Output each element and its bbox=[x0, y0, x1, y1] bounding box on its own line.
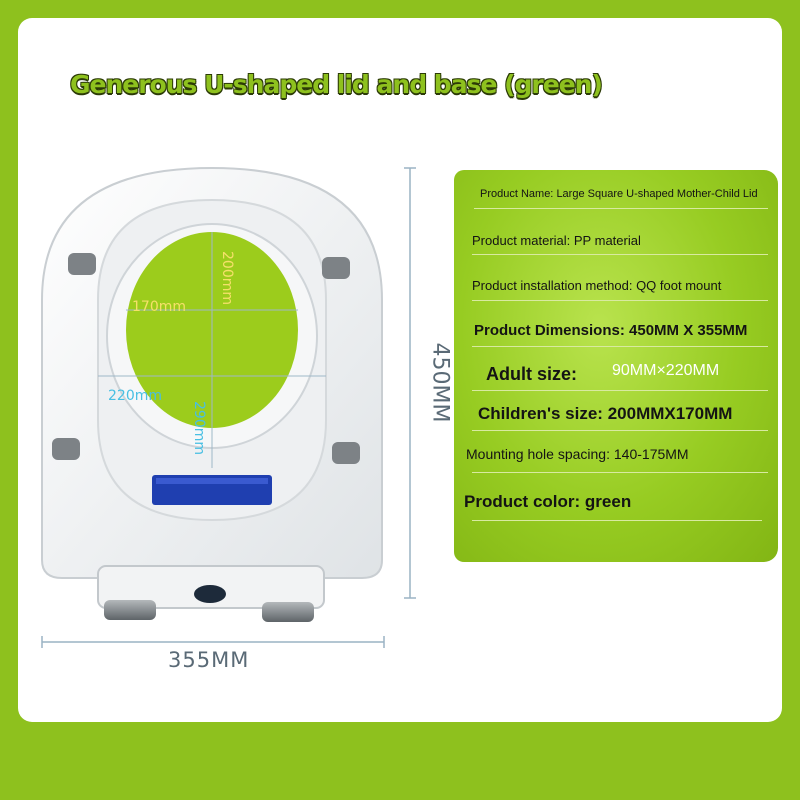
spec-panel: Product Name: Large Square U-shaped Moth… bbox=[454, 170, 778, 562]
outer-height-label: 290mm bbox=[191, 401, 207, 455]
bumper-top-right bbox=[322, 257, 350, 279]
spec-mounting-spacing: Mounting hole spacing: 140-175MM bbox=[466, 446, 689, 462]
bumper-bottom-left bbox=[52, 438, 80, 460]
inner-height-label: 200mm bbox=[219, 251, 235, 305]
hinge-button bbox=[194, 585, 226, 603]
hinge-foot-right bbox=[262, 602, 314, 622]
spec-material: Product material: PP material bbox=[472, 233, 641, 248]
spec-adult-size-value: 90MM×220MM bbox=[612, 362, 720, 379]
hinge-foot-left bbox=[104, 600, 156, 620]
spec-adult-size: Adult size: bbox=[486, 364, 578, 384]
spec-name: Product Name: Large Square U-shaped Moth… bbox=[480, 188, 758, 200]
spec-children-size: Children's size: 200MMX170MM bbox=[478, 404, 733, 423]
spec-dimensions: Product Dimensions: 450MM X 355MM bbox=[474, 322, 748, 339]
inner-width-label: 170mm bbox=[132, 299, 186, 315]
bumper-bottom-right bbox=[332, 442, 360, 464]
outer-width-label: 220mm bbox=[108, 388, 162, 404]
bumper-top-left bbox=[68, 253, 96, 275]
width-label: 355MM bbox=[168, 648, 250, 672]
spec-installation: Product installation method: QQ foot mou… bbox=[472, 278, 722, 293]
height-label: 450MM bbox=[427, 342, 453, 423]
headline: Generous U-shaped lid and base (green) bbox=[70, 70, 603, 99]
spec-color: Product color: green bbox=[464, 492, 632, 511]
